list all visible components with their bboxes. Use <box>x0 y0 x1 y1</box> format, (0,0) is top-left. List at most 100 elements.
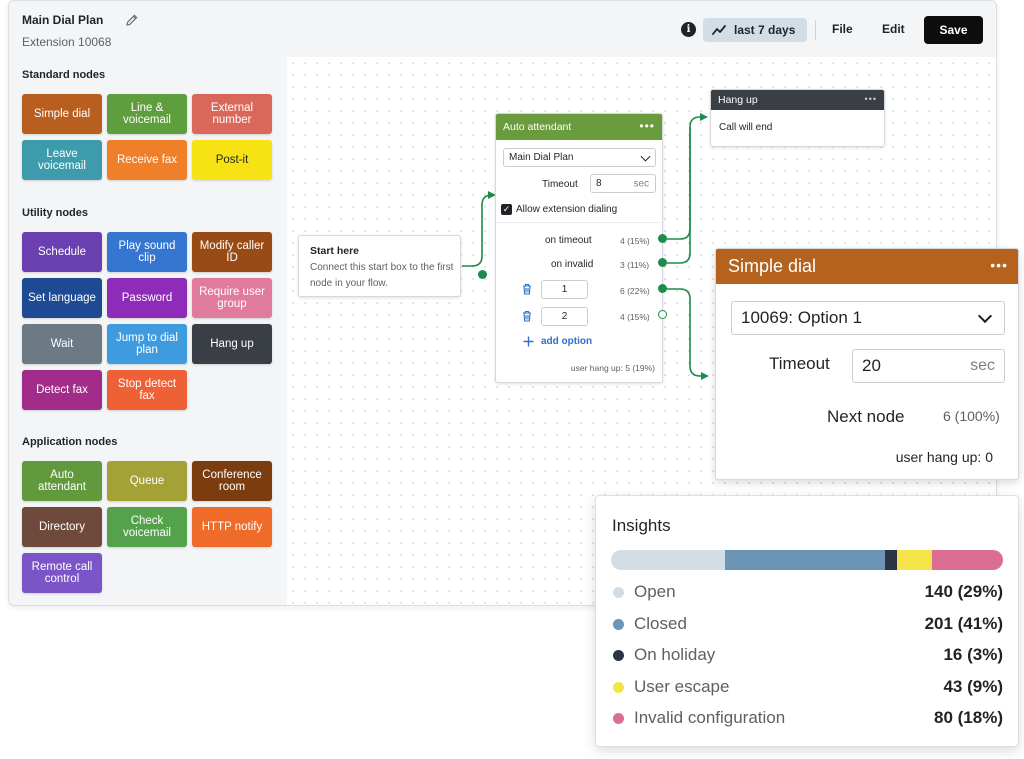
insights-bar-segment <box>897 550 933 570</box>
trash-icon[interactable] <box>522 283 532 295</box>
palette-node-conference-room[interactable]: Conference room <box>192 461 272 501</box>
option-2-value: 2 <box>561 311 568 322</box>
start-node-description: Connect this start box to the first node… <box>310 262 454 289</box>
allow-extension-dialing-label: Allow extension dialing <box>516 204 618 215</box>
checkbox-checked-icon[interactable]: ✓ <box>501 204 512 215</box>
insights-row-label: Closed <box>634 613 687 633</box>
insights-bar-segment <box>611 550 725 570</box>
date-range-label: last 7 days <box>734 23 796 37</box>
option-1-port[interactable] <box>658 284 667 293</box>
insights-row-value: 140 (29%) <box>924 582 1003 601</box>
option-2-input[interactable]: 2 <box>541 307 588 326</box>
simple-dial-target-value: 10069: Option 1 <box>741 308 862 327</box>
dial-plan-select[interactable]: Main Dial Plan <box>503 148 656 167</box>
option-1-stat: 6 (22%) <box>620 286 650 296</box>
simple-dial-node[interactable]: Simple dial ••• 10069: Option 1 Timeout … <box>715 248 1019 480</box>
on-timeout-stat: 4 (15%) <box>620 236 650 246</box>
hangup-header: Hang up ••• <box>711 90 884 110</box>
palette-node-jump-to-dial-plan[interactable]: Jump to dial plan <box>107 324 187 364</box>
palette-node-simple-dial[interactable]: Simple dial <box>22 94 102 134</box>
date-range-button[interactable]: last 7 days <box>703 18 807 42</box>
simple-dial-header: Simple dial ••• <box>716 249 1018 284</box>
on-timeout-port[interactable] <box>658 234 667 243</box>
palette-node-directory[interactable]: Directory <box>22 507 102 547</box>
save-button[interactable]: Save <box>924 16 983 44</box>
options-divider <box>496 222 662 223</box>
aa-timeout-label: Timeout <box>542 179 578 190</box>
auto-attendant-node[interactable]: Auto attendant ••• Main Dial Plan Timeou… <box>495 113 663 383</box>
palette-node-hang-up[interactable]: Hang up <box>192 324 272 364</box>
sd-timeout-input[interactable]: 20 sec <box>852 349 1005 383</box>
palette-node-auto-attendant[interactable]: Auto attendant <box>22 461 102 501</box>
palette-node-set-language[interactable]: Set language <box>22 278 102 318</box>
start-node-output-port[interactable] <box>478 270 487 279</box>
insights-row-label: Invalid configuration <box>634 708 786 727</box>
more-dots-icon[interactable]: ••• <box>639 119 655 133</box>
palette-node-leave-voicemail[interactable]: Leave voicemail <box>22 140 102 180</box>
standard-nodes-heading: Standard nodes <box>22 69 106 81</box>
on-invalid-stat: 3 (11%) <box>620 260 650 270</box>
option-1-input[interactable]: 1 <box>541 280 588 299</box>
option-2-port[interactable] <box>658 310 667 319</box>
insights-row-value: 16 (3%) <box>943 645 1003 664</box>
palette-node-wait[interactable]: Wait <box>22 324 102 364</box>
palette-node-http-notify[interactable]: HTTP notify <box>192 507 272 547</box>
aa-timeout-value: 8 <box>596 178 602 189</box>
next-node-stat: 6 (100%) <box>943 408 1000 424</box>
insights-row-value: 43 (9%) <box>943 676 1003 696</box>
dial-plan-select-value: Main Dial Plan <box>509 152 574 163</box>
insights-title: Insights <box>612 516 671 535</box>
auto-attendant-header: Auto attendant ••• <box>496 114 662 140</box>
utility-nodes-heading: Utility nodes <box>22 207 89 219</box>
start-node-title: Start here <box>310 245 360 257</box>
info-icon[interactable]: i <box>681 22 696 37</box>
palette-node-remote-call-control[interactable]: Remote call control <box>22 553 102 593</box>
auto-attendant-title: Auto attendant <box>503 121 572 133</box>
palette-node-check-voicemail[interactable]: Check voicemail <box>107 507 187 547</box>
palette-node-post-it[interactable]: Post-it <box>192 140 272 180</box>
header-divider <box>815 20 816 40</box>
palette-node-line-voicemail[interactable]: Line & voicemail <box>107 94 187 134</box>
insights-bar-segment <box>932 550 1003 570</box>
more-dots-icon[interactable]: ••• <box>990 257 1008 273</box>
aa-timeout-input[interactable]: 8 sec <box>590 174 656 193</box>
palette-node-external-number[interactable]: External number <box>192 94 272 134</box>
insights-row: Invalid configuration 80 (18%) <box>611 706 1003 730</box>
plus-icon <box>523 336 534 347</box>
palette-node-queue[interactable]: Queue <box>107 461 187 501</box>
edit-menu-button[interactable]: Edit <box>882 22 905 36</box>
on-timeout-label: on timeout <box>545 235 592 246</box>
palette-node-detect-fax[interactable]: Detect fax <box>22 370 102 410</box>
insights-row-value: 80 (18%) <box>934 708 1003 727</box>
insights-stacked-bar <box>611 550 1003 570</box>
on-invalid-port[interactable] <box>658 258 667 267</box>
add-option-label: add option <box>541 336 593 347</box>
legend-dot-icon <box>613 650 624 661</box>
palette-node-play-sound-clip[interactable]: Play sound clip <box>107 232 187 272</box>
aa-hangup-stat: user hang up: 5 (19%) <box>570 363 655 373</box>
hangup-title: Hang up <box>718 94 758 106</box>
palette-node-password[interactable]: Password <box>107 278 187 318</box>
palette-node-stop-detect-fax[interactable]: Stop detect fax <box>107 370 187 410</box>
sd-timeout-unit: sec <box>970 357 995 374</box>
trash-icon[interactable] <box>522 310 532 322</box>
option-1-value: 1 <box>561 284 568 295</box>
legend-dot-icon <box>613 713 624 724</box>
palette-node-modify-caller-id[interactable]: Modify caller ID <box>192 232 272 272</box>
palette-node-schedule[interactable]: Schedule <box>22 232 102 272</box>
palette-node-require-user-group[interactable]: Require user group <box>192 278 272 318</box>
simple-dial-target-select[interactable]: 10069: Option 1 <box>731 301 1005 335</box>
pencil-icon[interactable] <box>125 13 139 27</box>
add-option-button[interactable]: add option <box>523 336 592 347</box>
sd-timeout-label: Timeout <box>769 354 830 373</box>
more-dots-icon[interactable]: ••• <box>864 94 877 104</box>
legend-dot-icon <box>613 618 624 630</box>
insights-bar-segment <box>885 550 898 570</box>
palette-node-receive-fax[interactable]: Receive fax <box>107 140 187 180</box>
start-node[interactable]: Start here Connect this start box to the… <box>298 235 461 297</box>
file-menu-button[interactable]: File <box>832 22 853 36</box>
hangup-node[interactable]: Hang up ••• Call will end <box>710 89 885 147</box>
